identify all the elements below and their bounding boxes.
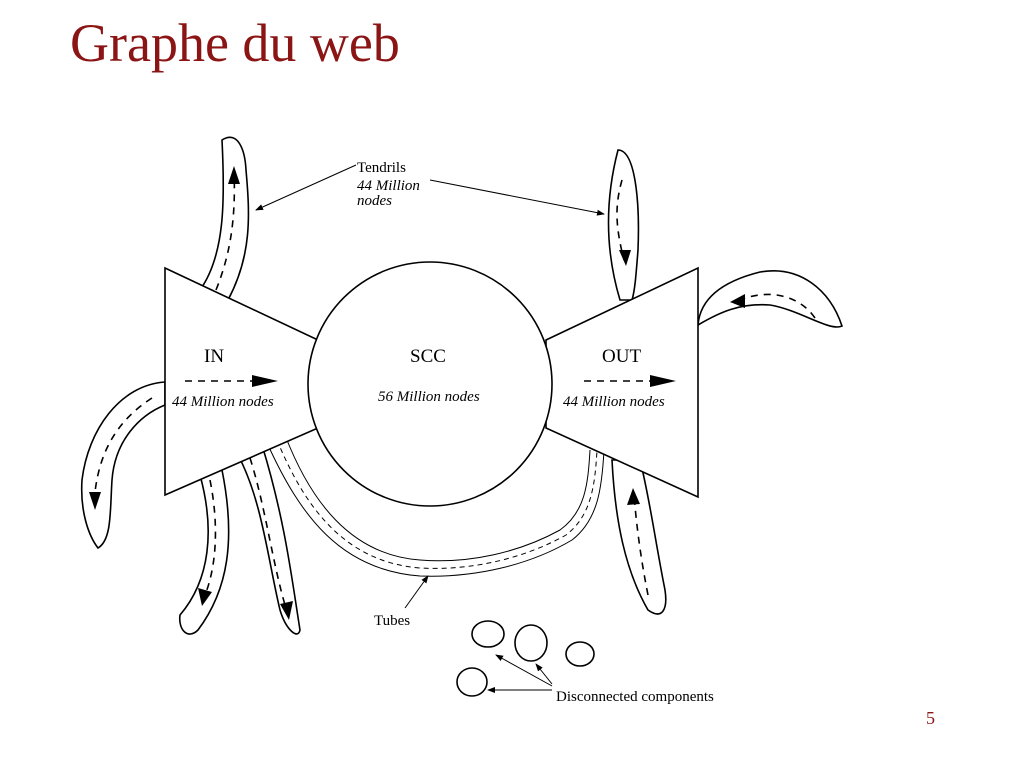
tendril-in-bottom-1: [178, 469, 230, 635]
tendril-in-top: [198, 136, 250, 301]
disconnected-pointer-2: [495, 654, 553, 687]
disconnected-pointer-3: [535, 663, 553, 685]
out-component: [545, 266, 699, 499]
tendril-in-bottom-2: [236, 443, 301, 635]
disconnected-blob-1: [471, 620, 505, 648]
tubes-label: Tubes: [374, 613, 410, 629]
in-count: 44 Million nodes: [172, 394, 274, 410]
in-label: IN: [204, 346, 224, 367]
disconnected-blob-4: [456, 667, 488, 697]
out-count: 44 Million nodes: [563, 394, 665, 410]
slide-title: Graphe du web: [70, 13, 400, 73]
disconnected-blob-2: [514, 624, 548, 662]
tendrils-count-line2: nodes: [357, 193, 392, 209]
tendril-in-left: [80, 381, 166, 550]
tendril-out-bottom: [611, 459, 667, 615]
tubes-band: [267, 434, 605, 577]
out-label: OUT: [602, 346, 641, 367]
tendrils-pointer-left: [255, 164, 357, 211]
disconnected-label: Disconnected components: [556, 689, 714, 705]
tendril-out-top: [607, 149, 640, 301]
scc-label: SCC: [410, 346, 446, 367]
disconnected-blob-3: [565, 641, 595, 667]
tendrils-pointer-right: [429, 179, 605, 216]
scc-component: [307, 261, 553, 507]
scc-count: 56 Million nodes: [378, 389, 480, 405]
tendril-out-right: [697, 270, 843, 328]
tendrils-count-line1: 44 Million: [357, 178, 420, 194]
tendrils-label: Tendrils: [357, 160, 406, 176]
page-number: 5: [926, 708, 935, 728]
tubes-pointer: [404, 575, 429, 609]
